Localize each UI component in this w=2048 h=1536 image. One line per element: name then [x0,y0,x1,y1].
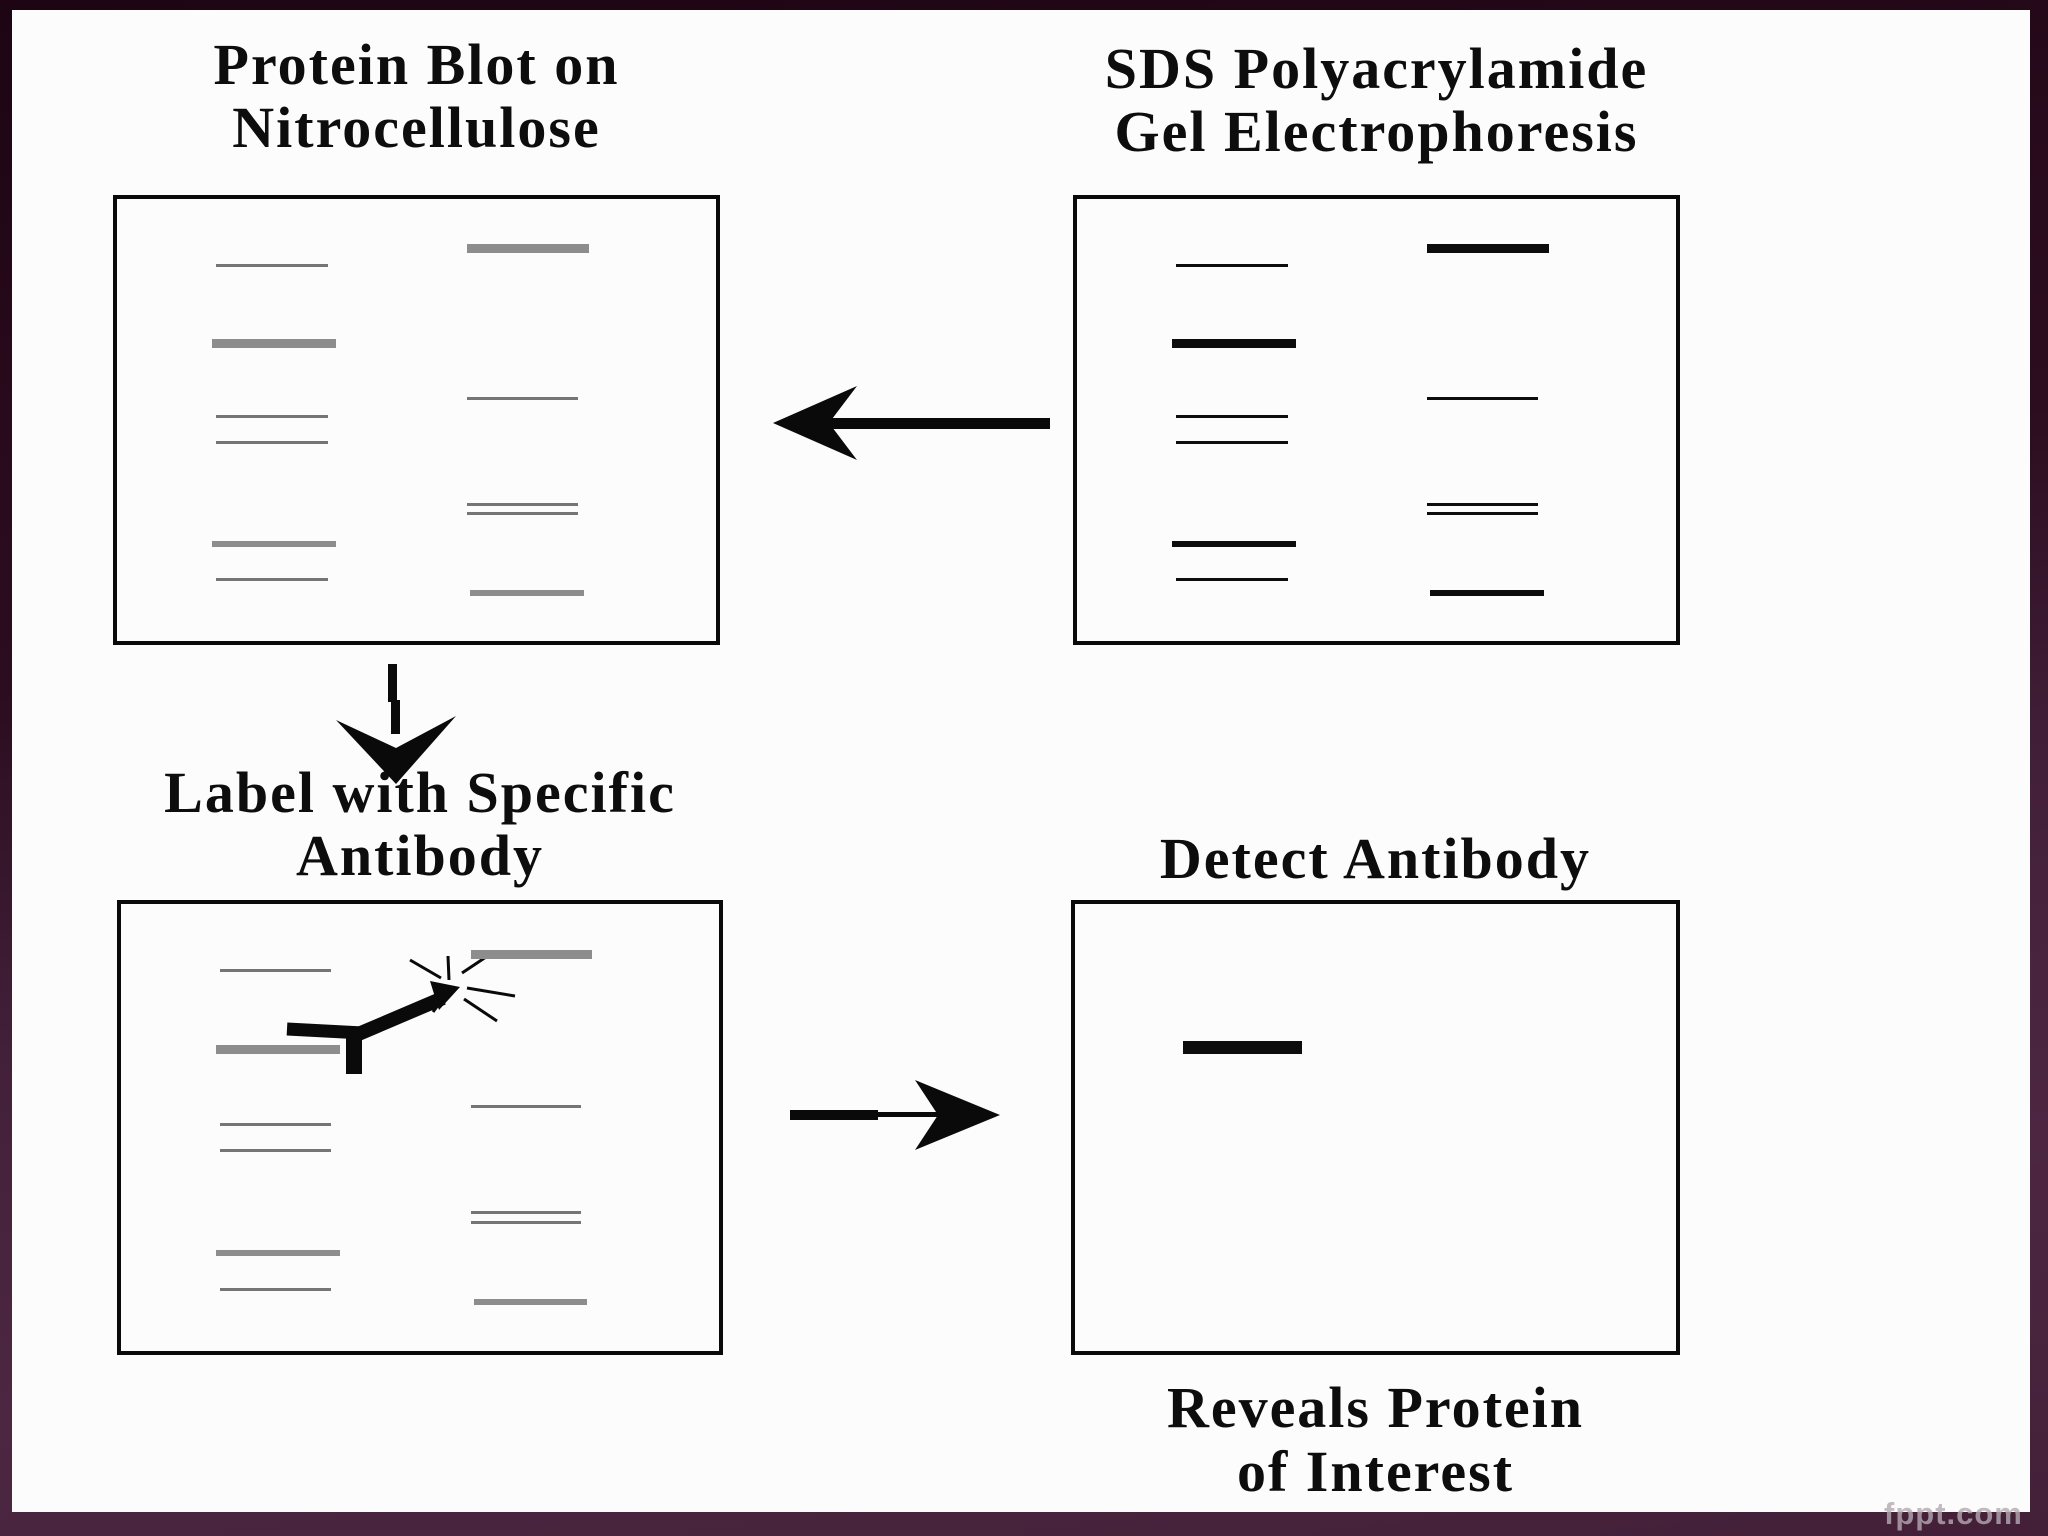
gel-band [467,244,589,254]
gel-band [467,397,579,401]
right-arrow-icon [790,1080,1000,1150]
detect-panel [1071,900,1680,1355]
gel-band [1176,415,1288,419]
sds-gel-panel [1073,195,1680,645]
blot-title: Protein Blot on Nitrocellulose [113,32,720,160]
gel-band [470,949,593,959]
gel-band [216,263,328,267]
gel-band [220,1122,332,1126]
gel-band [216,578,328,582]
sds-title-line2: Gel Electrophoresis [1114,98,1639,164]
gel-band [1430,589,1545,596]
gel-band [1427,397,1539,401]
gel-band [467,502,579,506]
gel-band [216,1249,340,1256]
sds-title: SDS Polyacrylamide Gel Electrophoresis [1073,36,1680,164]
gel-band [220,1148,332,1152]
antibody-icon [286,953,516,1074]
label-title: Label with Specific Antibody [117,760,723,888]
reveals-caption-line2: of Interest [1236,1438,1515,1504]
gel-band [1172,338,1297,348]
gel-band [470,589,585,596]
gel-band [470,1220,582,1224]
slide-area: Protein Blot on Nitrocellulose SDS Polya… [12,10,2030,1512]
gel-band [1172,541,1297,548]
gel-band [467,512,579,516]
blot-title-line1: Protein Blot on [213,32,620,97]
gel-band [473,1299,588,1306]
blot-title-line2: Nitrocellulose [232,94,601,160]
blot-panel [113,195,720,645]
gel-band [1176,440,1288,444]
gel-band [220,969,332,973]
label-title-line1: Label with Specific [164,760,676,825]
gel-band [212,541,337,548]
watermark: fppt.com [1884,1496,2023,1531]
gel-band [216,415,328,419]
detect-title: Detect Antibody [1159,826,1592,891]
gel-band [220,1287,332,1291]
gel-band [1427,244,1549,254]
gel-band [212,338,337,348]
reveals-caption: Reveals Protein of Interest [1071,1376,1680,1504]
sds-title-line1: SDS Polyacrylamide [1104,36,1649,101]
gel-band [216,1045,340,1055]
gel-band [470,1104,582,1108]
down-arrow-icon [336,664,456,784]
gel-band [470,1211,582,1215]
reveals-caption-line1: Reveals Protein [1166,1375,1585,1440]
gel-band [1427,502,1539,506]
left-arrow-icon [773,386,1050,460]
gel-band [1176,578,1288,582]
label-antibody-panel [117,900,723,1355]
label-title-line2: Antibody [295,822,545,888]
gel-band [1183,1040,1303,1054]
gel-band [1176,263,1288,267]
gel-band [216,440,328,444]
gel-band [1427,512,1539,516]
